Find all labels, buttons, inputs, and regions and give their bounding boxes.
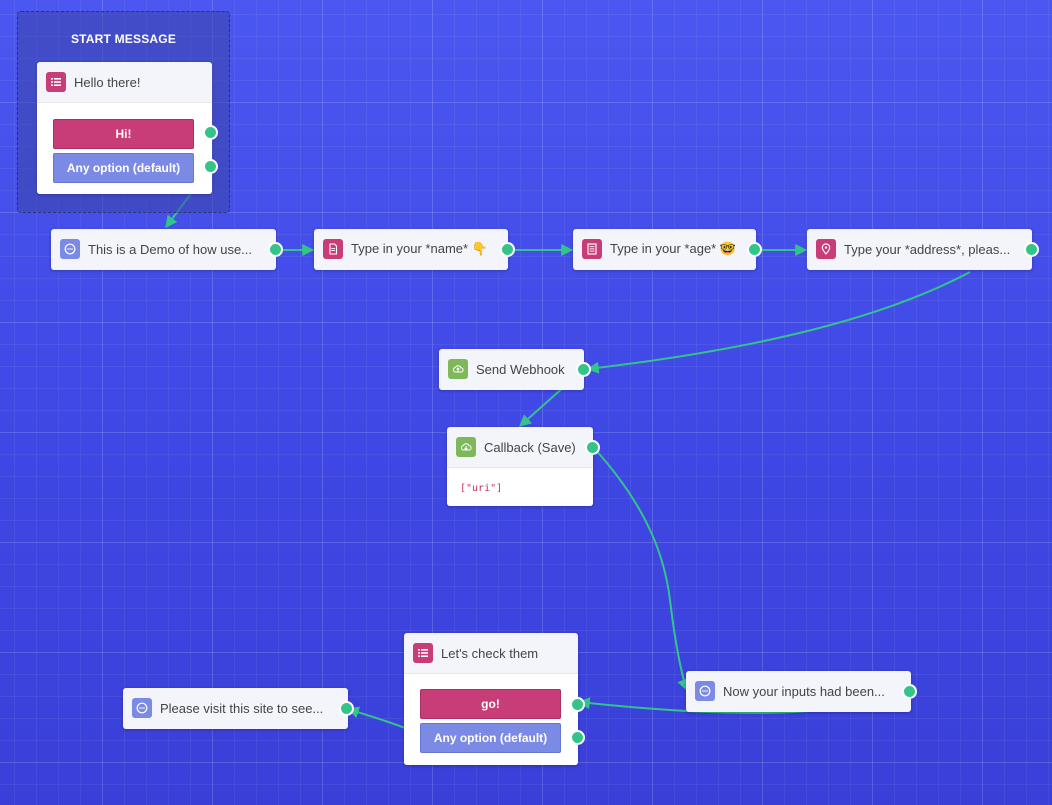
node-title: Type your *address*, pleas...: [844, 241, 1011, 257]
node-title: Callback (Save): [484, 439, 576, 455]
option-go-button[interactable]: go!: [420, 689, 561, 719]
connector-callback-to-inputs: [593, 447, 689, 692]
node-name-input[interactable]: Type in your *name* 👇: [314, 229, 508, 270]
node-body: Hi! Any option (default): [37, 102, 212, 194]
node-title: Let's check them: [441, 645, 539, 661]
list-icon: [46, 72, 66, 92]
node-header: Send Webhook: [439, 349, 584, 389]
cloud-upload-icon: [448, 359, 468, 379]
node-demo[interactable]: This is a Demo of how use...: [51, 229, 276, 270]
node-title: Please visit this site to see...: [160, 700, 324, 716]
option-any-default-button[interactable]: Any option (default): [53, 153, 194, 183]
port-check-go[interactable]: [570, 697, 585, 712]
form-icon: [582, 239, 602, 259]
chat-icon: [695, 681, 715, 701]
node-age-input[interactable]: Type in your *age* 🤓: [573, 229, 756, 270]
node-body: ["uri"]: [447, 467, 593, 506]
port-visit-out[interactable]: [339, 701, 354, 716]
node-inputs-saved[interactable]: Now your inputs had been...: [686, 671, 911, 712]
location-pin-icon: [816, 239, 836, 259]
node-body: go! Any option (default): [404, 673, 578, 765]
node-title: Type in your *name* 👇: [351, 241, 488, 256]
node-title: Hello there!: [74, 74, 141, 90]
node-header: This is a Demo of how use...: [51, 229, 276, 269]
port-name-out[interactable]: [500, 242, 515, 257]
port-address-out[interactable]: [1024, 242, 1039, 257]
port-webhook-out[interactable]: [576, 362, 591, 377]
node-header: Type your *address*, pleas...: [807, 229, 1032, 269]
option-any-default-button[interactable]: Any option (default): [420, 723, 561, 753]
node-header: Type in your *name* 👇: [314, 229, 508, 269]
node-title: Send Webhook: [476, 361, 565, 377]
node-header: Hello there!: [37, 62, 212, 102]
list-icon: [413, 643, 433, 663]
port-demo-out[interactable]: [268, 242, 283, 257]
node-hello-there[interactable]: Hello there! Hi! Any option (default): [37, 62, 212, 194]
node-title: This is a Demo of how use...: [88, 241, 253, 257]
node-header: Now your inputs had been...: [686, 671, 911, 711]
cloud-download-icon: [456, 437, 476, 457]
document-icon: [323, 239, 343, 259]
node-title: Type in your *age* 🤓: [610, 241, 737, 256]
node-header: Let's check them: [404, 633, 578, 673]
port-age-out[interactable]: [747, 242, 762, 257]
callback-variables: ["uri"]: [460, 483, 503, 494]
option-hi-button[interactable]: Hi!: [53, 119, 194, 149]
node-callback-save[interactable]: Callback (Save) ["uri"]: [447, 427, 593, 506]
node-please-visit[interactable]: Please visit this site to see...: [123, 688, 348, 729]
node-header: Type in your *age* 🤓: [573, 229, 756, 269]
node-title: Now your inputs had been...: [723, 683, 885, 699]
node-address-input[interactable]: Type your *address*, pleas...: [807, 229, 1032, 270]
node-header: Callback (Save): [447, 427, 593, 467]
port-hello-hi[interactable]: [203, 125, 218, 140]
connector-check-to-visit: [346, 706, 406, 729]
port-check-default[interactable]: [570, 730, 585, 745]
chat-icon: [60, 239, 80, 259]
node-lets-check-them[interactable]: Let's check them go! Any option (default…: [404, 633, 578, 765]
port-callback-out[interactable]: [585, 440, 600, 455]
node-send-webhook[interactable]: Send Webhook: [439, 349, 584, 390]
port-inputs-out[interactable]: [902, 684, 917, 699]
start-message-title: START MESSAGE: [70, 32, 177, 46]
port-hello-default[interactable]: [203, 159, 218, 174]
connector-address-to-webhook: [586, 271, 971, 374]
node-header: Please visit this site to see...: [123, 688, 348, 728]
chat-icon: [132, 698, 152, 718]
